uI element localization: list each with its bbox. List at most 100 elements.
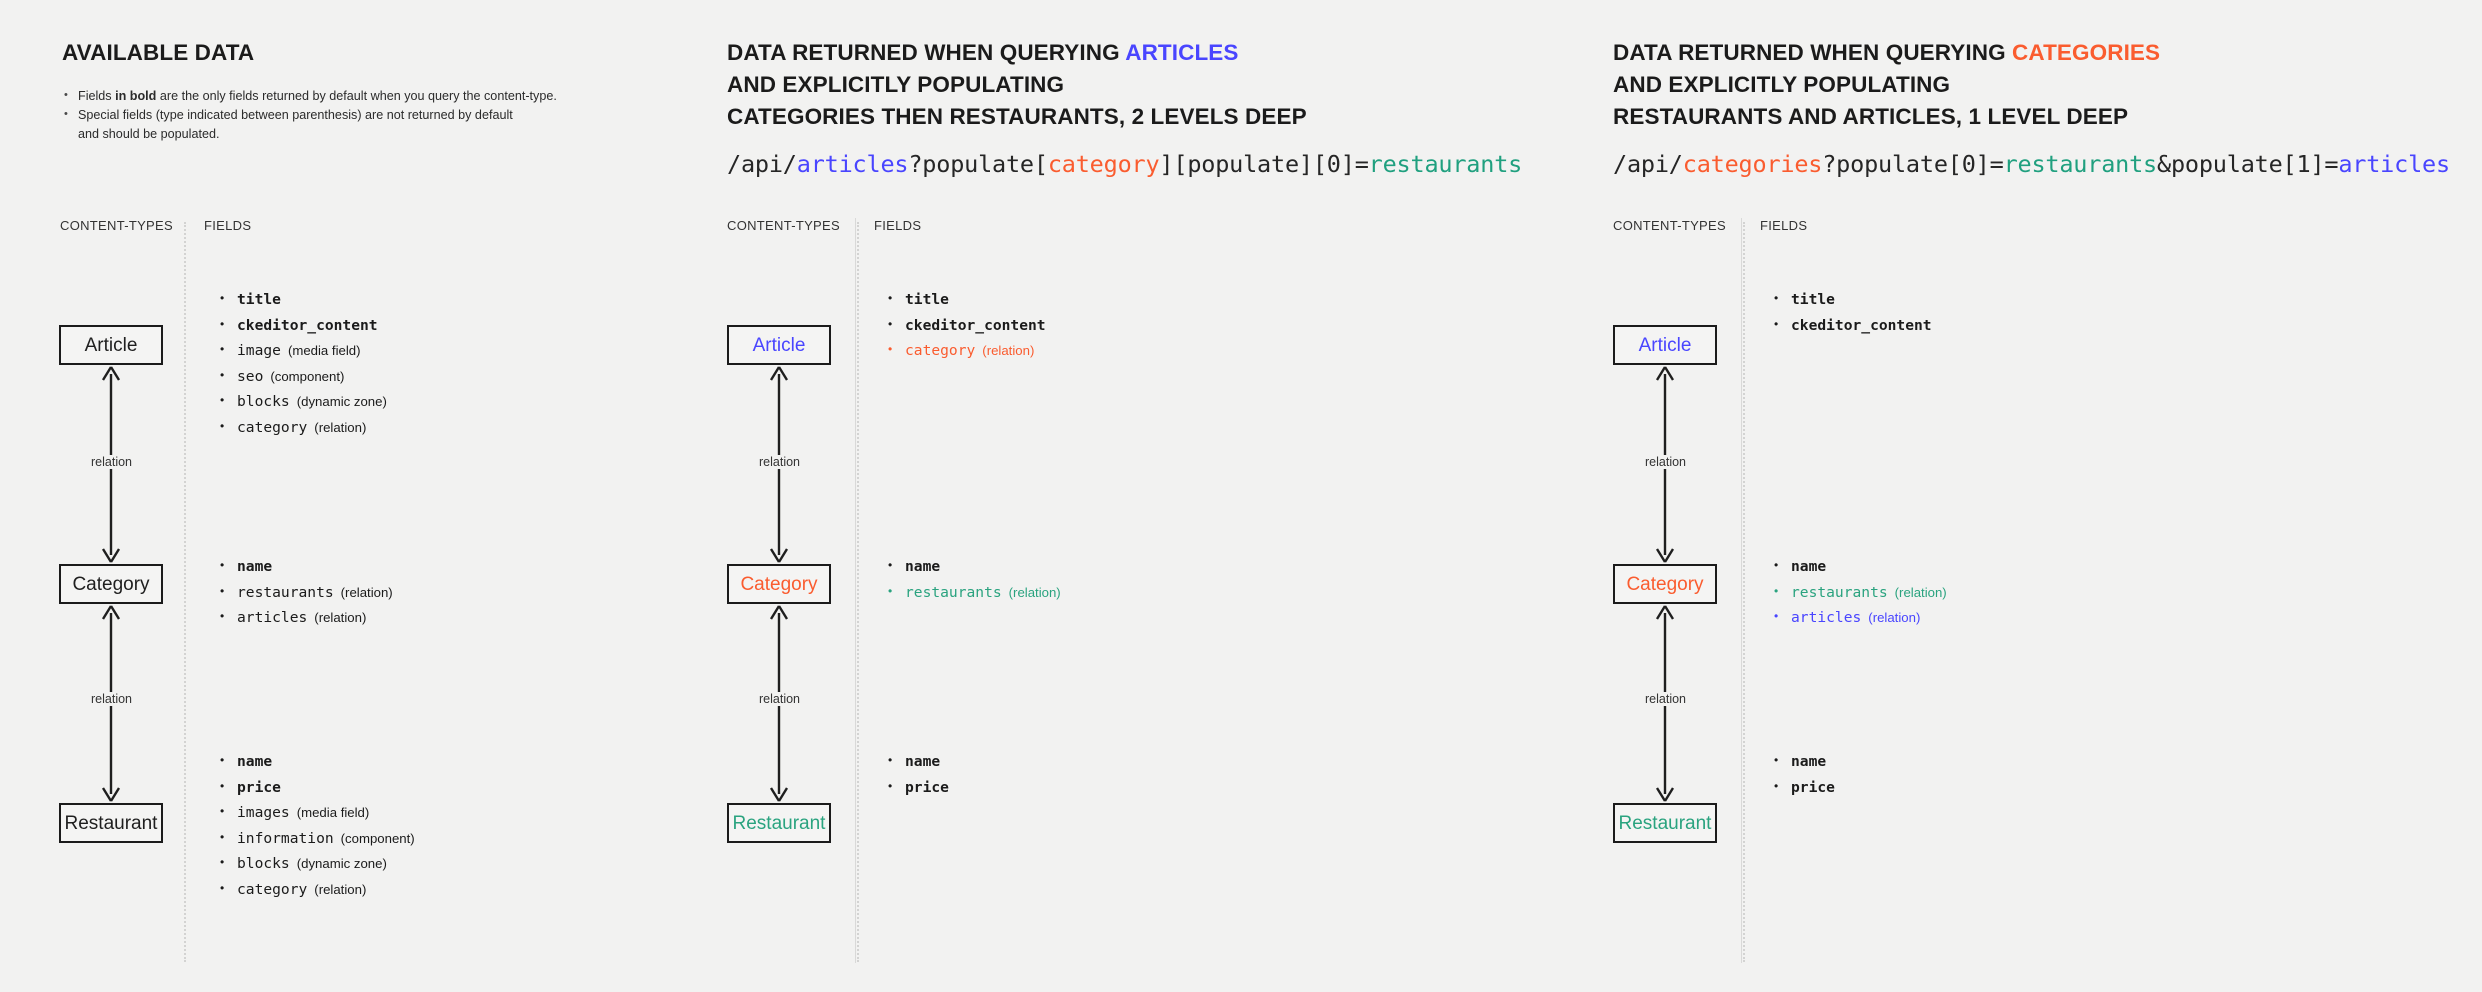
- content-type-box-article[interactable]: Article: [727, 325, 831, 365]
- field-row: title: [887, 286, 1046, 313]
- heading-line: AND EXPLICITLY POPULATING: [727, 72, 1065, 97]
- field-type: (media field): [287, 343, 361, 358]
- api-url-keyword: articles: [2338, 150, 2450, 178]
- note-item: Fields in bold are the only fields retur…: [62, 86, 557, 106]
- field-name: price: [237, 778, 281, 796]
- dotted-separator: [184, 222, 186, 962]
- field-row: title: [219, 286, 387, 313]
- content-type-box-article[interactable]: Article: [59, 325, 163, 365]
- field-row: category(relation): [219, 414, 387, 441]
- field-list-restaurant: name price images(media field)information(…: [219, 748, 415, 902]
- heading-line: AVAILABLE DATA: [62, 40, 255, 65]
- field-row: seo (component): [219, 363, 387, 390]
- notes-list: Fields in bold are the only fields retur…: [62, 86, 557, 144]
- field-name: category: [237, 418, 308, 436]
- content-type-label: Restaurant: [1618, 812, 1712, 834]
- field-name: restaurants: [237, 583, 334, 601]
- field-name: name: [237, 558, 273, 575]
- field-name: category: [905, 342, 976, 359]
- field-row: articles(relation): [1773, 604, 1947, 631]
- field-name: restaurants: [905, 583, 1002, 601]
- field-row: restaurants (relation): [1773, 579, 1947, 606]
- field-row: name: [219, 748, 415, 775]
- field-name: price: [905, 778, 949, 796]
- heading-keyword: CATEGORIES: [2012, 40, 2161, 65]
- field-row: blocks (dynamic zone): [219, 388, 387, 415]
- field-row: ckeditor_content: [1773, 312, 1932, 339]
- field-name: articles: [1791, 609, 1862, 626]
- field-list-article: titleckeditor_contentimage(media field)s…: [219, 286, 387, 441]
- field-row: image(media field): [219, 337, 387, 364]
- field-list-category: name restaurants (relation) articles(relati…: [1773, 553, 1947, 631]
- content-type-label: Category: [1626, 573, 1704, 595]
- field-name: ckeditor_content: [905, 316, 1046, 334]
- content-type-label: Article: [752, 334, 806, 356]
- note-bold: in bold: [115, 89, 157, 103]
- column-label-content-types: CONTENT-TYPES: [60, 218, 173, 233]
- relation-label: relation: [755, 455, 804, 469]
- api-url-keyword: categories: [1682, 150, 1823, 178]
- field-type: (relation): [340, 584, 393, 600]
- heading-line: AND EXPLICITLY POPULATING: [1613, 72, 1951, 97]
- field-list-article: titleckeditor_contentcategory(relation): [887, 286, 1046, 364]
- field-name: blocks: [237, 855, 290, 872]
- content-type-label: Restaurant: [732, 812, 826, 834]
- content-type-box-article[interactable]: Article: [1613, 325, 1717, 365]
- field-row: price: [887, 774, 949, 801]
- content-type-label: Category: [740, 573, 818, 595]
- field-type: (component): [340, 830, 415, 846]
- field-name: title: [905, 291, 949, 308]
- column-label-fields: FIELDS: [204, 218, 252, 233]
- content-type-box-restaurant[interactable]: Restaurant: [727, 803, 831, 843]
- content-type-label: Category: [72, 573, 150, 595]
- api-url: /api/categories?populate[0]=restaurants&…: [1613, 150, 2450, 178]
- field-row: name: [219, 553, 393, 580]
- field-type: (dynamic zone): [296, 394, 387, 409]
- field-type: (dynamic zone): [296, 856, 387, 871]
- api-url-keyword: category: [1047, 150, 1160, 178]
- field-type: (relation): [1008, 584, 1061, 600]
- field-name: name: [1791, 558, 1827, 575]
- field-row: price: [219, 774, 415, 801]
- field-type: (component): [270, 368, 345, 384]
- field-name: title: [1791, 291, 1835, 308]
- field-name: title: [237, 291, 281, 308]
- field-name: name: [905, 753, 941, 770]
- field-list-article: title ckeditor_content: [1773, 286, 1932, 339]
- field-name: price: [1791, 778, 1835, 796]
- field-type: (relation): [1894, 584, 1947, 600]
- field-name: ckeditor_content: [237, 316, 378, 334]
- api-url-keyword: restaurants: [2003, 150, 2158, 178]
- field-name: images: [237, 804, 290, 821]
- content-type-box-category[interactable]: Category: [727, 564, 831, 604]
- column-label-fields: FIELDS: [1760, 218, 1808, 233]
- heading-line: RESTAURANTS AND ARTICLES, 1 LEVEL DEEP: [1613, 104, 2129, 129]
- content-type-box-category[interactable]: Category: [1613, 564, 1717, 604]
- field-row: name: [887, 553, 1061, 580]
- content-type-box-restaurant[interactable]: Restaurant: [1613, 803, 1717, 843]
- column-label-content-types: CONTENT-TYPES: [727, 218, 840, 233]
- content-type-box-restaurant[interactable]: Restaurant: [59, 803, 163, 843]
- field-row: name: [1773, 553, 1947, 580]
- field-row: images(media field): [219, 799, 415, 826]
- api-url: /api/articles?populate[category][populat…: [727, 150, 1523, 178]
- heading-keyword: ARTICLES: [1125, 40, 1239, 65]
- field-list-category: name restaurants (relation): [887, 553, 1061, 606]
- dotted-separator: [857, 222, 859, 962]
- field-row: price: [1773, 774, 1835, 801]
- panel-divider-2: [1741, 218, 1742, 963]
- panel-heading-query-categories: DATA RETURNED WHEN QUERYING CATEGORIES AN…: [1613, 37, 2160, 133]
- relation-label: relation: [1641, 455, 1690, 469]
- field-name: seo: [237, 367, 264, 385]
- heading-line: DATA RETURNED WHEN QUERYING CATEGORIES: [1613, 40, 2161, 65]
- field-row: ckeditor_content: [887, 312, 1046, 339]
- field-name: articles: [237, 609, 308, 626]
- field-row: information(component): [219, 825, 415, 852]
- content-type-label: Article: [84, 334, 138, 356]
- field-name: blocks: [237, 393, 290, 410]
- field-name: restaurants: [1791, 583, 1888, 601]
- content-type-box-category[interactable]: Category: [59, 564, 163, 604]
- field-row: restaurants (relation): [887, 579, 1061, 606]
- field-row: articles(relation): [219, 604, 393, 631]
